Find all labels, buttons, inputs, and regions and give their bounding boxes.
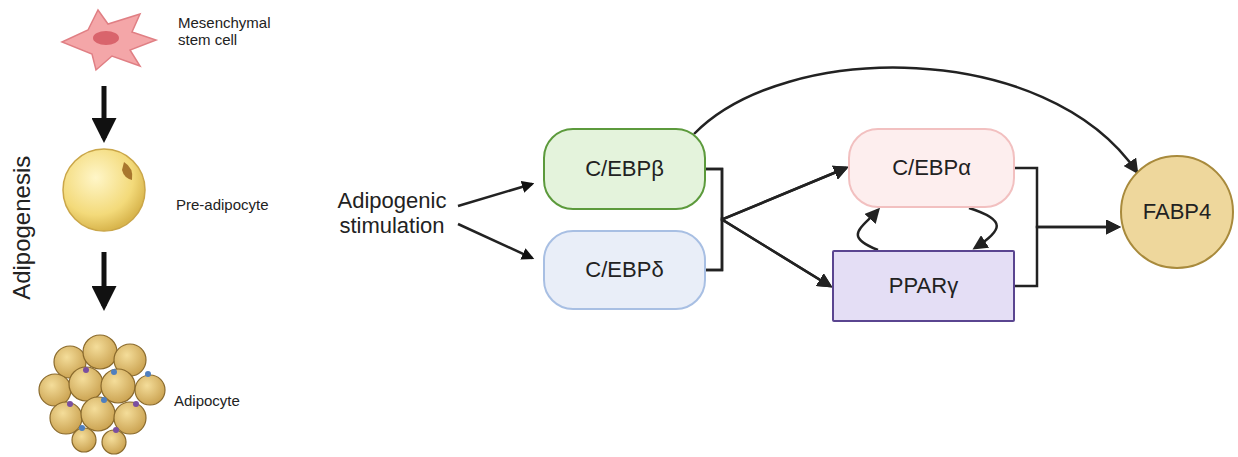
- regulation-arrow: [858, 210, 878, 250]
- node-text: C/EBPα: [892, 155, 971, 180]
- factor-box: PPARγ: [832, 250, 1015, 322]
- pre-adipocyte-cell: [63, 149, 145, 231]
- factor-box: C/EBPα: [848, 128, 1015, 208]
- input-label: Adipogenic stimulation: [322, 188, 462, 239]
- cell-nucleus: [93, 31, 119, 45]
- regulation-arrow: [706, 220, 830, 287]
- stage-label: Pre-adipocyte: [176, 196, 306, 213]
- stem-cell: [62, 10, 156, 70]
- stage-label: Adipocyte: [174, 392, 294, 409]
- stage-arrow: [102, 86, 107, 138]
- regulation-arrow: [706, 168, 846, 270]
- cell-nuclei: [67, 367, 151, 433]
- node-text: PPARγ: [889, 273, 958, 298]
- target-gene-circle: FABP4: [1120, 155, 1234, 269]
- node-text: C/EBPδ: [585, 257, 663, 282]
- node-text: FABP4: [1143, 199, 1211, 224]
- regulation-arrow: [969, 208, 997, 248]
- stage-label: Mesenchymal stem cell: [178, 14, 278, 49]
- cell-nucleus: [122, 162, 132, 180]
- regulation-arrow: [1015, 168, 1118, 227]
- stimulation-arrow: [458, 184, 532, 206]
- stimulation-arrow: [458, 224, 532, 258]
- factor-box: C/EBPβ: [543, 128, 706, 210]
- factor-box: C/EBPδ: [543, 230, 706, 310]
- regulation-arrow: [1015, 227, 1118, 286]
- stage-arrow: [102, 252, 107, 306]
- adipocyte-cluster: [39, 335, 165, 454]
- node-text: C/EBPβ: [585, 156, 664, 181]
- regulation-arrow: [706, 169, 830, 286]
- process-label: Adipogenesis: [8, 128, 36, 328]
